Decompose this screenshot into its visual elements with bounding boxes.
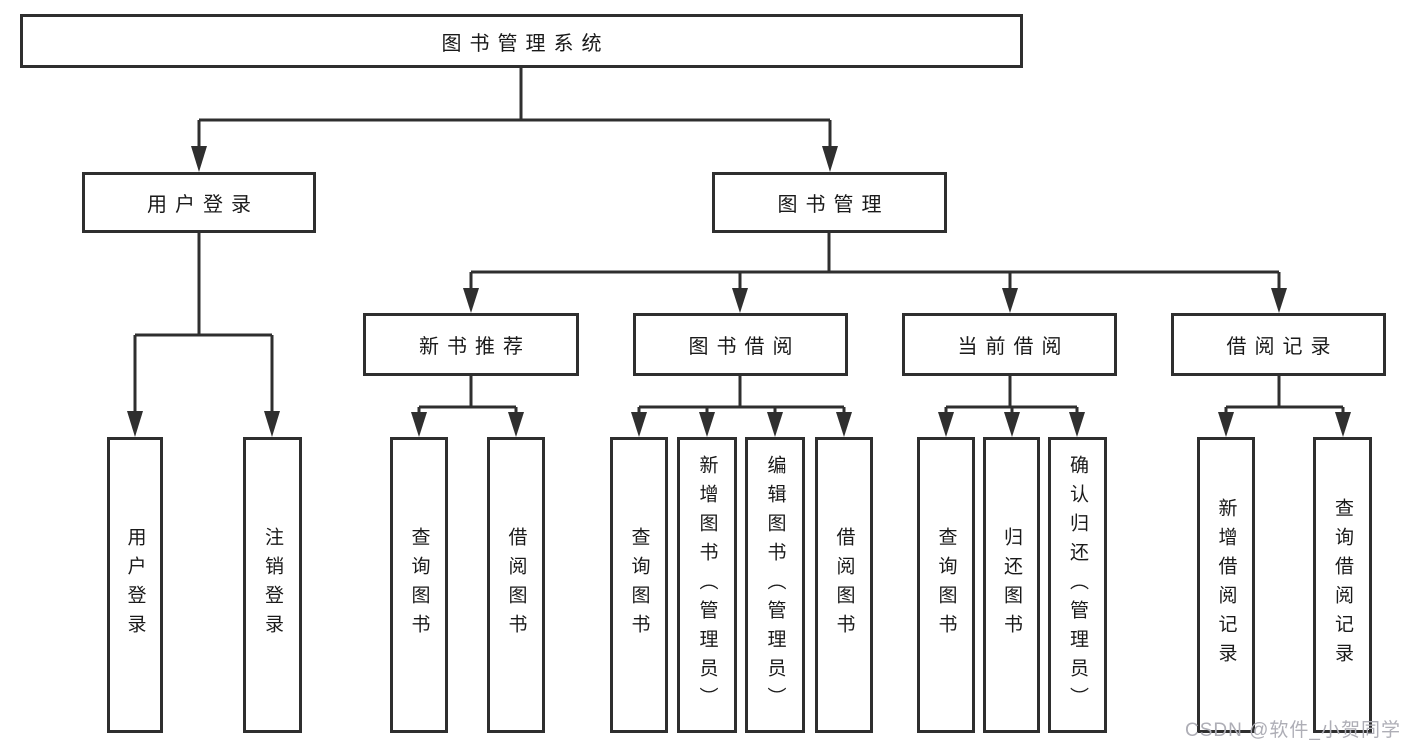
leaf-borrow-query: 查询图书 [610,437,668,733]
node-book-management: 图书管理 [712,172,947,233]
node-new-book-recommend: 新书推荐 [363,313,579,376]
leaf-borrow-edit-admin: 编辑图书（管理员） [745,437,805,733]
leaf-borrow-borrow: 借阅图书 [815,437,873,733]
arrowheads [127,146,1351,437]
node-borrow-records-label: 借阅记录 [1226,336,1339,358]
leaf-records-query: 查询借阅记录 [1313,437,1372,733]
leaf-borrow-add-admin: 新增图书（管理员） [677,437,737,733]
leaf-current-confirm-admin: 确认归还（管理员） [1048,437,1107,733]
node-current-borrow: 当前借阅 [902,313,1117,376]
csdn-watermark: CSDN @软件_小贺同学 [1185,720,1401,741]
node-user-login: 用户登录 [82,172,316,233]
leaf-new-books-borrow-label: 借阅图书 [505,527,527,643]
node-root: 图书管理系统 [20,14,1023,68]
leaf-current-return: 归还图书 [983,437,1040,733]
leaf-user-login: 用户登录 [107,437,163,733]
leaf-borrow-borrow-label: 借阅图书 [833,527,855,643]
leaf-current-confirm-admin-label: 确认归还（管理员） [1067,454,1088,716]
node-book-borrow: 图书借阅 [633,313,848,376]
leaf-logout: 注销登录 [243,437,302,733]
node-current-borrow-label: 当前借阅 [957,336,1070,358]
leaf-borrow-add-admin-label: 新增图书（管理员） [696,454,718,716]
leaf-current-return-label: 归还图书 [1001,527,1022,643]
leaf-current-query-label: 查询图书 [935,527,957,643]
leaf-user-login-label: 用户登录 [124,527,146,643]
node-user-login-label: 用户登录 [147,194,259,216]
leaf-borrow-edit-admin-label: 编辑图书（管理员） [764,454,786,716]
node-root-label: 图书管理系统 [441,32,610,55]
leaf-new-books-query: 查询图书 [390,437,448,733]
node-new-book-recommend-label: 新书推荐 [419,336,531,358]
leaf-new-books-query-label: 查询图书 [408,527,430,643]
node-book-management-label: 图书管理 [777,194,890,216]
node-borrow-records: 借阅记录 [1171,313,1386,376]
leaf-borrow-query-label: 查询图书 [628,527,650,643]
leaf-logout-label: 注销登录 [262,527,283,643]
leaf-new-books-borrow: 借阅图书 [487,437,545,733]
leaf-records-add: 新增借阅记录 [1197,437,1255,733]
leaf-records-query-label: 查询借阅记录 [1332,498,1353,672]
node-book-borrow-label: 图书借阅 [688,336,801,358]
leaf-current-query: 查询图书 [917,437,975,733]
leaf-records-add-label: 新增借阅记录 [1215,498,1237,672]
